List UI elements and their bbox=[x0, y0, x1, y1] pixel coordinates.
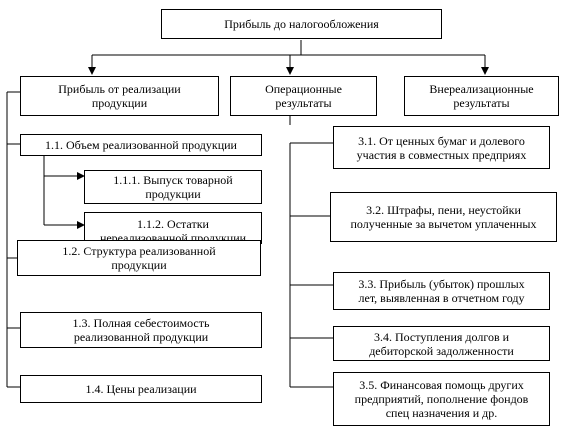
node-3-3: 3.3. Прибыль (убыток) прошлых лет, выявл… bbox=[333, 272, 550, 310]
root-node: Прибыль до налогообложения bbox=[161, 9, 442, 39]
node-3-5: 3.5. Финансовая помощь других предприяти… bbox=[333, 372, 550, 426]
branch-nonoperating-node: Внереализационные результаты bbox=[404, 76, 559, 116]
node-3-1-label: 3.1. От ценных бумаг и долевого участия … bbox=[356, 133, 527, 162]
branch-nonoperating-label: Внереализационные результаты bbox=[429, 82, 534, 110]
node-1-1-label: 1.1. Объем реализованной продукции bbox=[45, 138, 237, 152]
branch-sales-label: Прибыль от реализации продукции bbox=[58, 82, 181, 110]
node-3-5-label: 3.5. Финансовая помощь других предприяти… bbox=[354, 378, 529, 420]
node-1-4: 1.4. Цены реализации bbox=[20, 375, 262, 403]
root-node-label: Прибыль до налогообложения bbox=[224, 17, 379, 31]
node-1-4-label: 1.4. Цены реализации bbox=[85, 382, 197, 396]
node-1-1-1: 1.1.1. Выпуск товарной продукции bbox=[84, 170, 262, 204]
node-1-2-label: 1.2. Структура реализованной продукции bbox=[62, 244, 216, 272]
branch-sales-node: Прибыль от реализации продукции bbox=[20, 76, 219, 116]
node-3-2-label: 3.2. Штрафы, пени, неустойки полученные … bbox=[350, 203, 537, 231]
node-1-1-1-label: 1.1.1. Выпуск товарной продукции bbox=[113, 173, 233, 201]
node-1-1: 1.1. Объем реализованной продукции bbox=[20, 134, 262, 156]
node-1-3-label: 1.3. Полная себестоимость реализованной … bbox=[72, 316, 210, 344]
branch-operating-label: Операционные результаты bbox=[265, 82, 342, 110]
node-3-4: 3.4. Поступления долгов и дебиторской за… bbox=[333, 326, 550, 361]
branch-operating-node: Операционные результаты bbox=[230, 76, 377, 116]
node-3-3-label: 3.3. Прибыль (убыток) прошлых лет, выявл… bbox=[358, 277, 525, 305]
node-3-1: 3.1. От ценных бумаг и долевого участия … bbox=[333, 126, 550, 169]
node-1-3: 1.3. Полная себестоимость реализованной … bbox=[20, 312, 262, 348]
node-1-2: 1.2. Структура реализованной продукции bbox=[17, 240, 261, 276]
node-3-2: 3.2. Штрафы, пени, неустойки полученные … bbox=[330, 192, 557, 242]
node-3-4-label: 3.4. Поступления долгов и дебиторской за… bbox=[369, 329, 514, 358]
